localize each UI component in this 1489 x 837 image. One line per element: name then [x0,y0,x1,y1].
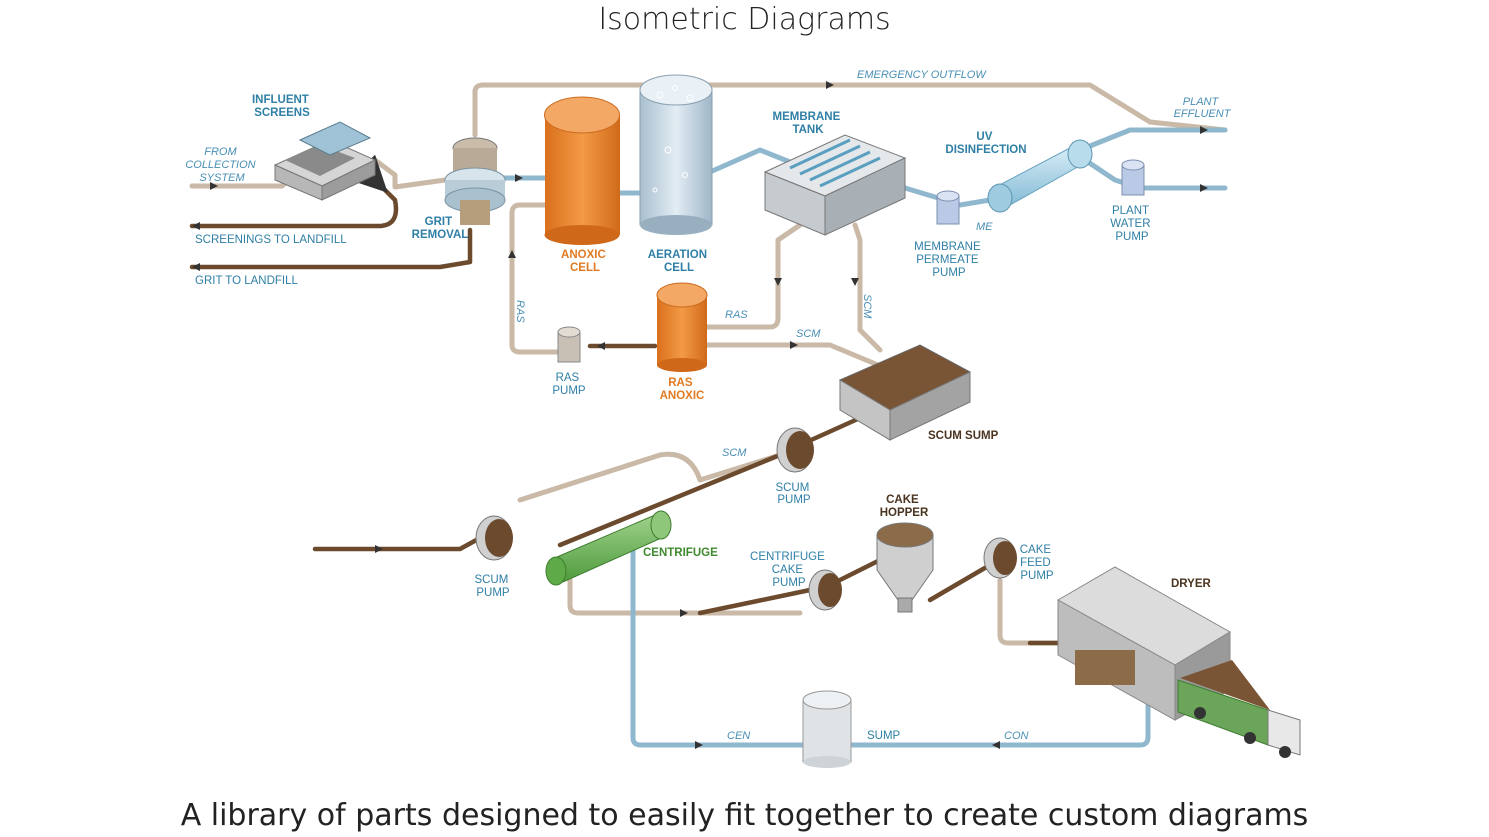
label-scum-sump: SCUM SUMP [928,430,999,442]
label-influent-screens: INFLUENT SCREENS [252,94,312,119]
label-plant-water-pump: PLANT WATER PUMP [1110,205,1153,243]
screens-to-grit-pipe [372,157,448,190]
permeate-to-uv-pipe [957,197,993,208]
grit-removal-unit [444,137,506,225]
label-from-collection: FROM COLLECTION SYSTEM [185,146,258,184]
centrifuge-drain-pipe [630,537,1151,748]
arrow-scm-right [790,341,798,349]
scum-line-long [557,452,783,548]
arrow-effluent [1200,126,1208,134]
label-ras-pump: RAS PUMP [552,372,586,397]
anoxic-cell-tank [544,96,620,245]
label-cake-feed-pump: CAKE FEED PUMP [1020,544,1055,582]
centrifuge-to-cake-pump [697,587,813,616]
scum-inflow-line [312,535,483,552]
ras-pump-unit [557,326,581,363]
label-plant-effluent: PLANT EFFLUENT [1174,96,1232,120]
arrow-con [992,741,1000,749]
dump-truck [1177,660,1301,758]
label-sump: SUMP [867,730,901,742]
screenings-to-landfill-pipe [189,154,399,229]
cake-pump-to-hopper [837,557,883,583]
arrow-ras-down [774,278,782,286]
centrifuge-unit [545,510,672,586]
cake-hopper-unit [876,522,934,613]
label-uv-disinfection: UV DISINFECTION [945,131,1026,156]
plant-water-pump-unit [1121,159,1145,196]
label-ras-right: RAS [725,309,748,321]
dryer-unit [1056,566,1231,721]
label-membrane-permeate-pump: MEMBRANE PERMEATE PUMP [914,241,984,279]
arrow-emergency [826,81,834,89]
ras-return-pipe [509,202,563,355]
arrow-ras-pump [597,342,605,350]
page-subtitle: A library of parts designed to easily fi… [180,798,1309,833]
label-scum-pump-right: SCUM PUMP [775,482,812,506]
centrifuge-cake-pump-unit [808,569,842,611]
label-anoxic-cell: ANOXIC CELL [561,249,609,274]
label-ras-anoxic: RAS ANOXIC [660,377,705,402]
scm-pipe-vertical [852,222,883,353]
uv-disinfection-unit [987,139,1093,213]
grit-to-landfill-pipe [189,227,473,270]
label-aeration-cell: AERATION CELL [648,249,710,274]
label-screenings: SCREENINGS TO LANDFILL [195,234,347,246]
arrow-grit [192,263,200,271]
arrow-from-collection [210,182,218,190]
membrane-tank-unit [763,134,907,236]
centrifuge-bottom-pipe [567,577,803,616]
label-con: CON [1004,730,1029,742]
uv-to-plant-water-pipe [1082,157,1228,191]
page-title: Isometric Diagrams [598,2,891,37]
label-me: ME [976,221,993,233]
label-cake-hopper: CAKE HOPPER [880,494,929,519]
flow-arrows [192,81,1208,749]
arrow-cen [695,741,703,749]
label-centrifuge: CENTRIFUGE [643,547,718,559]
uv-to-effluent-pipe [1077,127,1228,153]
arrow-screenings [192,222,200,230]
scum-sump-unit [838,344,972,441]
arrow-to-anoxic [515,174,523,182]
scm-pipe-horizontal [702,342,881,368]
label-scm-top: SCM [796,328,821,340]
emergency-outflow-pipe [472,82,1228,138]
ras-to-membrane-pipe [702,222,803,330]
membrane-permeate-pump-unit [936,190,960,225]
label-membrane-tank: MEMBRANE TANK [773,111,844,136]
ras-anoxic-tank [656,282,708,372]
label-emergency-outflow: EMERGENCY OUTFLOW [857,69,987,81]
hopper-to-feed-pump [927,562,993,603]
cake-feed-pipe [997,577,1063,646]
label-scum-pump-left: SCUM PUMP [474,574,511,599]
sump-unit [802,690,852,768]
arrow-scm-down [851,278,859,286]
pipes-brown [189,154,1063,646]
label-grit-landfill: GRIT TO LANDFILL [195,275,298,287]
label-grit-removal: GRIT REMOVAL [412,216,469,241]
arrow-plant-water [1200,184,1208,192]
label-dryer: DRYER [1171,578,1212,590]
label-scm-vertical: SCM [861,294,873,319]
arrow-centrifuge-out [680,609,688,617]
cake-feed-pump-unit [983,537,1017,579]
scum-pipe-upper [517,451,783,503]
scum-pump-left-unit [475,515,513,561]
influent-screens [273,121,377,201]
arrow-scum-inflow [375,545,383,553]
label-cen: CEN [727,730,750,742]
arrow-ras-up [508,250,516,258]
aeration-cell-tank [639,74,713,235]
label-ras-left: RAS [514,300,526,323]
label-scm-mid: SCM [722,447,747,459]
label-centrifuge-cake-pump: CENTRIFUGE CAKE PUMP [750,551,828,589]
scum-pump-right-unit [776,427,814,473]
aeration-to-membrane-pipe [707,147,793,175]
